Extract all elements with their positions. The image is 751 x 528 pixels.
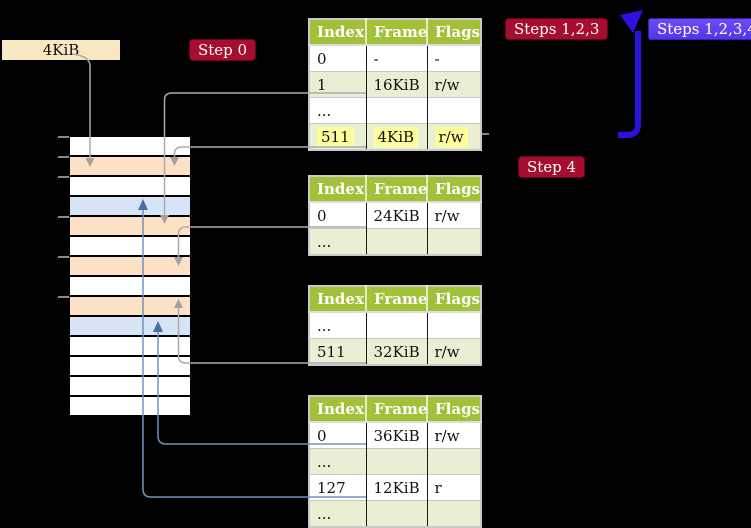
table-4-cell: ...: [309, 448, 367, 475]
highlighted-value: 511: [317, 126, 354, 147]
table-2-cell: [427, 228, 481, 255]
stack-tick-5: [58, 296, 69, 298]
table-1-cell: -: [427, 44, 481, 72]
step-0-badge: Step 0: [189, 39, 257, 61]
table-1-cell: ...: [309, 97, 367, 124]
frame-size-label: 4KiB: [2, 40, 120, 60]
table-1-cell: 4KiB: [366, 123, 428, 150]
memory-row-5-orange: [70, 217, 190, 235]
memory-row-11-white: [70, 337, 190, 355]
table-2-header-frame: Frame: [366, 176, 428, 203]
table-1-cell: 16KiB: [366, 71, 428, 98]
table-1-header-index: Index: [309, 19, 367, 46]
highlighted-value: r/w: [434, 126, 468, 147]
loop-arrow-head: [620, 10, 643, 33]
highlighted-value: 4KiB: [373, 126, 419, 147]
table-4-cell: [366, 448, 428, 475]
steps-1234-badge: Steps 1,2,3,4: [648, 18, 751, 40]
memory-row-6-white: [70, 237, 190, 255]
memory-row-8-white: [70, 277, 190, 295]
table-4-cell: [366, 500, 428, 527]
memory-row-10-blue: [70, 317, 190, 335]
table-1-cell: [366, 97, 428, 124]
table-4-header-index: Index: [309, 396, 367, 423]
memory-row-2-orange: [70, 157, 190, 175]
table-3-header-frame: Frame: [366, 286, 428, 313]
table-1-cell: [427, 97, 481, 124]
table-1-row-2: ...: [309, 97, 481, 124]
stack-tick-0: [58, 136, 69, 138]
table-1-header-frame: Frame: [366, 19, 428, 46]
table-4-cell: ...: [309, 500, 367, 527]
memory-row-14-white: [70, 397, 190, 415]
table-2-cell: [366, 228, 428, 255]
memory-row-13-white: [70, 377, 190, 395]
table-1-cell: 511: [309, 123, 367, 150]
table-3-cell: [427, 311, 481, 339]
table-4-row-3: ...: [309, 500, 481, 527]
table-4-cell: [427, 448, 481, 475]
table-4-row-1: ...: [309, 448, 481, 475]
steps-123-badge: Steps 1,2,3: [505, 18, 609, 40]
table-1-cell: r/w: [427, 123, 481, 150]
table-3-cell: ...: [309, 311, 367, 339]
memory-row-4-blue: [70, 197, 190, 215]
table-1-row-0: 0--: [309, 44, 481, 72]
table-4-cell: 127: [309, 474, 367, 501]
stack-tick-4: [58, 256, 69, 258]
table-2-row-1: ...: [309, 228, 481, 255]
table-1-cell: 0: [309, 44, 367, 72]
stack-tick-2: [58, 176, 69, 178]
table-4-cell: r/w: [427, 421, 481, 449]
table-4-cell: 12KiB: [366, 474, 428, 501]
table-4-cell: r: [427, 474, 481, 501]
table-1-cell: r/w: [427, 71, 481, 98]
memory-row-3-white: [70, 177, 190, 195]
step-4-badge: Step 4: [518, 156, 586, 178]
memory-row-12-white: [70, 357, 190, 375]
stack-tick-3: [58, 216, 69, 218]
table-3-cell: 32KiB: [366, 338, 428, 365]
memory-row-7-orange: [70, 257, 190, 275]
table-1-row-3: 511 4KiB r/w: [309, 123, 481, 150]
table-3-header-flags: Flags: [427, 286, 481, 313]
table-2-cell: r/w: [427, 201, 481, 229]
table-2-cell: 24KiB: [366, 201, 428, 229]
table-4-cell: [427, 500, 481, 527]
table-2-header-flags: Flags: [427, 176, 481, 203]
table-2-cell: 0: [309, 201, 367, 229]
table-3-cell: [366, 311, 428, 339]
table-4-cell: 36KiB: [366, 421, 428, 449]
table-3-cell: r/w: [427, 338, 481, 365]
table-2-header-index: Index: [309, 176, 367, 203]
table-4-cell: 0: [309, 421, 367, 449]
table-2-cell: ...: [309, 228, 367, 255]
memory-row-9-orange: [70, 297, 190, 315]
stack-tick-1: [58, 156, 69, 158]
table-1-header-flags: Flags: [427, 19, 481, 46]
table-1-cell: 1: [309, 71, 367, 98]
memory-row-1-white: [70, 137, 190, 155]
table-1-cell: -: [366, 44, 428, 72]
table-3-header-index: Index: [309, 286, 367, 313]
table-4-header-frame: Frame: [366, 396, 428, 423]
table-4-header-flags: Flags: [427, 396, 481, 423]
loop-arrow-shaft: [618, 31, 641, 138]
table-3-row-0: ...: [309, 311, 481, 339]
table-3-cell: 511: [309, 338, 367, 365]
